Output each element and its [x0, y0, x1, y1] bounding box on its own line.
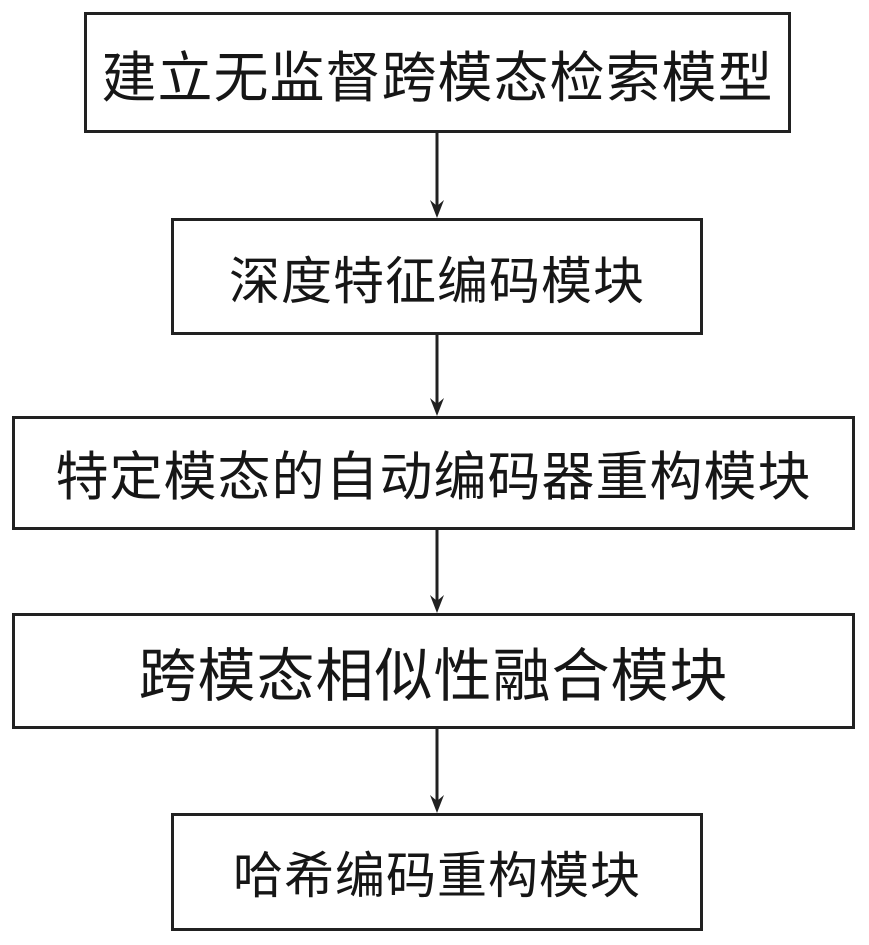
flow-node-modality-specific-autoencoder-reconstruction-module: 特定模态的自动编码器重构模块 [12, 416, 855, 530]
arrow-down-icon [430, 335, 444, 416]
flow-node-label: 特定模态的自动编码器重构模块 [55, 449, 812, 507]
arrow-down-icon [430, 530, 444, 613]
flow-node-label: 深度特征编码模块 [228, 254, 645, 311]
flow-node-cross-modal-similarity-fusion-module: 跨模态相似性融合模块 [12, 613, 855, 729]
flow-node-label: 建立无监督跨模态检索模型 [101, 47, 774, 109]
flow-node-label: 哈希编码重构模块 [233, 848, 641, 904]
arrow-down-icon [430, 729, 444, 813]
flow-node-hash-code-reconstruction-module: 哈希编码重构模块 [171, 813, 703, 931]
flow-node-label: 跨模态相似性融合模块 [138, 644, 729, 709]
flow-node-build-unsupervised-cross-modal-retrieval-model: 建立无监督跨模态检索模型 [84, 12, 791, 133]
flow-node-deep-feature-encoding-module: 深度特征编码模块 [171, 218, 703, 335]
arrow-down-icon [430, 133, 444, 218]
